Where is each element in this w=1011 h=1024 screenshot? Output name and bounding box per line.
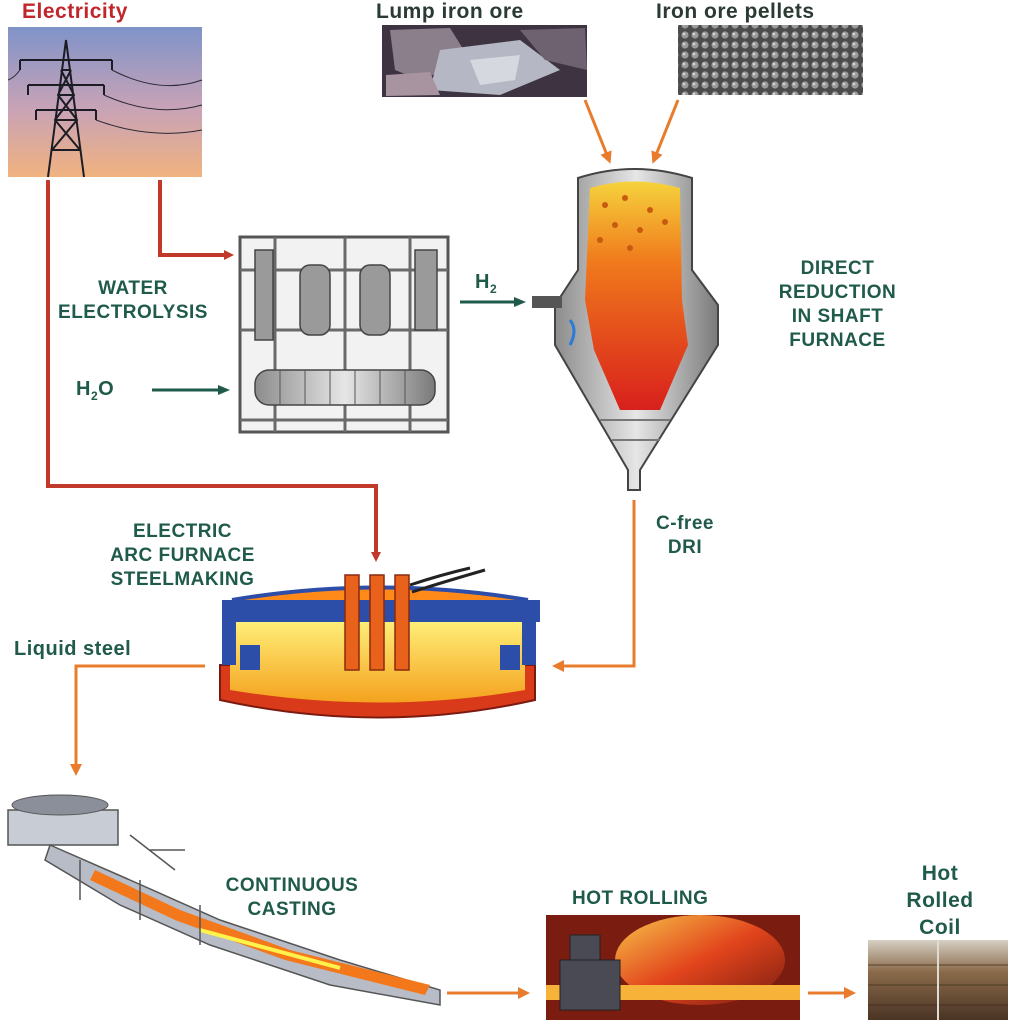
eaf-line-3: STEELMAKING: [110, 569, 255, 590]
liquid-steel-label: Liquid steel: [14, 638, 132, 660]
continuous-casting-label: CONTINUOUS CASTING: [192, 874, 392, 922]
iron-ore-pellets-label: Iron ore pellets: [656, 0, 815, 23]
hot-rolled-coil-label: Hot Rolled Coil: [895, 860, 985, 941]
eaf-label: ELECTRIC ARC FURNACE STEELMAKING: [60, 520, 305, 592]
electricity-pylon-image: [7, 27, 203, 178]
eaf-line-1: ELECTRIC: [133, 521, 232, 542]
h2o-label: H2O: [76, 378, 115, 403]
iron-ore-pellets-image: [678, 25, 863, 95]
lump-iron-ore-label: Lump iron ore: [376, 0, 524, 23]
cfree-dri-label: C-free DRI: [640, 512, 730, 560]
electricity-label: Electricity: [22, 0, 128, 23]
hot-rolling-image: [546, 915, 800, 1020]
continuous-casting-line-2: CASTING: [247, 899, 337, 920]
pellets-to-furnace-arrow: [651, 99, 680, 164]
cfree-dri-line-1: C-free: [656, 513, 714, 534]
electricity-to-electrolysis-arrow: [158, 180, 234, 260]
shaft-furnace-image: [532, 168, 719, 491]
direct-reduction-line-1: DIRECT: [800, 258, 875, 279]
water-electrolysis-line-2: ELECTROLYSIS: [58, 302, 208, 323]
water-electrolysis-label: WATER ELECTROLYSIS: [38, 277, 228, 325]
cfree-dri-line-2: DRI: [667, 537, 703, 558]
continuous-casting-line-1: CONTINUOUS: [225, 875, 359, 896]
water-electrolysis-unit-image: [238, 235, 450, 434]
direct-reduction-label: DIRECT REDUCTION IN SHAFT FURNACE: [745, 257, 930, 353]
direct-reduction-line-4: FURNACE: [789, 330, 886, 351]
continuous-casting-image: [7, 794, 441, 1006]
dri-to-eaf-arrow: [552, 500, 636, 672]
electricity-to-eaf-arrow: [46, 180, 381, 562]
hot-rolling-label: HOT ROLLING: [572, 888, 709, 909]
water-electrolysis-line-1: WATER: [98, 278, 168, 299]
electric-arc-furnace-image: [219, 566, 540, 719]
hot-rolled-coil-line-3: Coil: [919, 916, 961, 939]
lump-ore-to-furnace-arrow: [583, 99, 612, 164]
liquid-steel-to-casting-arrow: [70, 664, 205, 776]
hot-rolled-coil-line-1: Hot: [921, 862, 959, 885]
h2-label: H2: [475, 271, 498, 296]
hot-rolled-coil-image: [868, 940, 1008, 1020]
direct-reduction-line-2: REDUCTION: [778, 282, 897, 303]
eaf-line-2: ARC FURNACE: [110, 545, 255, 566]
lump-iron-ore-image: [382, 25, 587, 97]
direct-reduction-line-3: IN SHAFT: [791, 306, 884, 327]
hot-rolled-coil-line-2: Rolled: [906, 889, 974, 912]
